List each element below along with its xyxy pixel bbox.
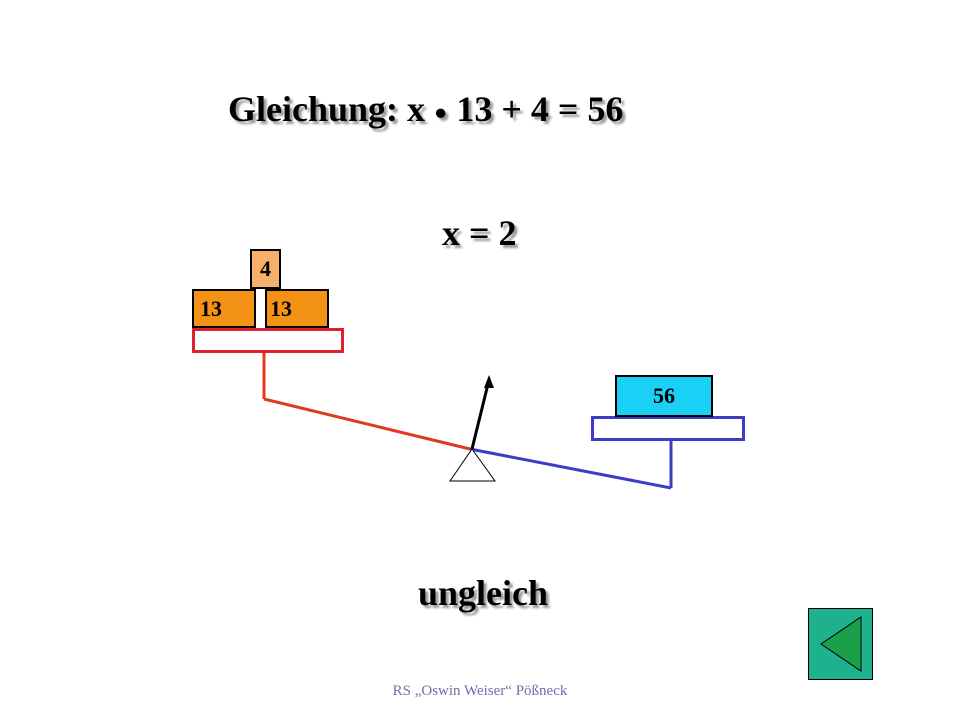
equation-label: Gleichung: x — [228, 89, 426, 129]
multiply-dot: ● — [434, 99, 448, 125]
left-arm — [263, 397, 471, 451]
equation-title: Gleichung: x ● 13 + 4 = 56 — [228, 88, 623, 130]
back-button[interactable] — [808, 608, 873, 680]
fulcrum — [449, 448, 496, 482]
status-text: ungleich — [418, 573, 549, 613]
pointer-arrowhead — [484, 375, 494, 388]
constant-weight: 4 — [250, 249, 281, 289]
footer-credit: RS „Oswin Weiser“ Pößneck — [392, 683, 568, 699]
right-arm — [469, 447, 672, 490]
result-weight: 56 — [615, 375, 713, 417]
right-pan — [591, 416, 745, 441]
x-weight-2: 13 — [265, 289, 329, 328]
equation-rest: 13 + 4 = 56 — [456, 89, 624, 129]
solution-text: x = 2 — [442, 213, 517, 253]
left-pan — [192, 328, 344, 353]
triangle-left-icon — [820, 616, 862, 672]
x-weight-1: 13 — [192, 289, 256, 328]
pointer-needle — [470, 379, 491, 450]
